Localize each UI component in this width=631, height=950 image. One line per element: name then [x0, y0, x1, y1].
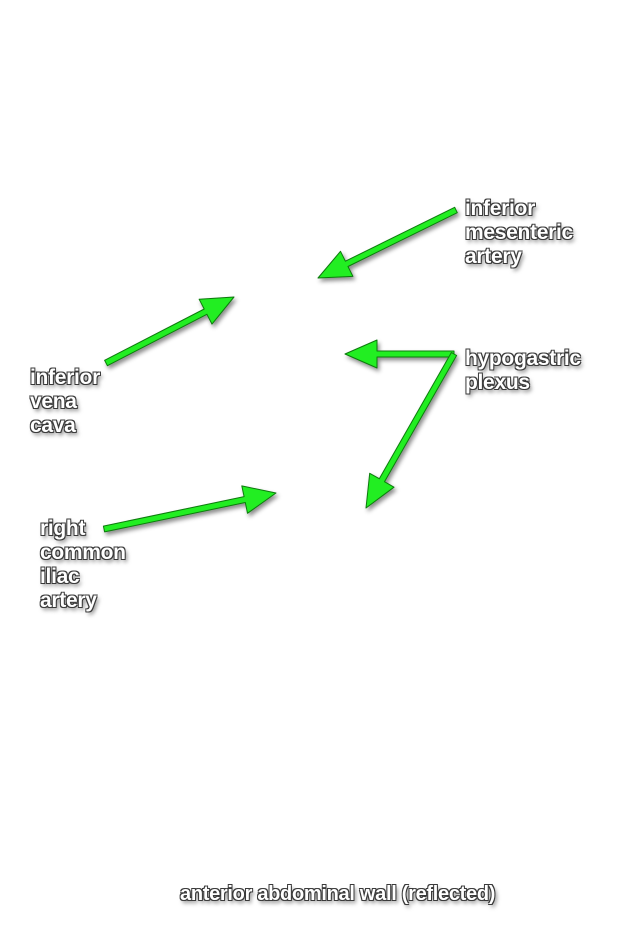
label-line: inferior — [465, 197, 535, 220]
label-inferior-mesenteric-artery: inferior mesenteric artery — [465, 197, 573, 269]
label-inferior-vena-cava: inferior vena cava — [30, 366, 100, 438]
label-line: mesenteric — [465, 221, 573, 244]
label-line: vena — [30, 390, 77, 413]
arrow-hypogastric-plexus-upper — [344, 339, 455, 369]
arrow-right-common-iliac-artery — [102, 485, 277, 533]
annotation-arrows — [102, 206, 458, 533]
label-line: right — [40, 517, 86, 540]
label-line: inferior — [30, 366, 100, 389]
label-line: artery — [465, 245, 522, 268]
label-anterior-abdominal-wall: anterior abdominal wall (reflected) — [180, 883, 496, 905]
label-line: iliac — [40, 565, 80, 588]
label-line: hypogastric — [465, 347, 581, 370]
label-line: plexus — [465, 371, 530, 394]
arrow-inferior-mesenteric-artery — [317, 206, 458, 279]
arrow-inferior-vena-cava — [104, 296, 235, 367]
arrow-hypogastric-plexus-lower — [365, 352, 458, 509]
label-right-common-iliac-artery: right common iliac artery — [40, 517, 126, 613]
label-hypogastric-plexus: hypogastric plexus — [465, 347, 581, 395]
label-line: cava — [30, 414, 76, 437]
label-line: common — [40, 541, 126, 564]
label-line: artery — [40, 589, 97, 612]
